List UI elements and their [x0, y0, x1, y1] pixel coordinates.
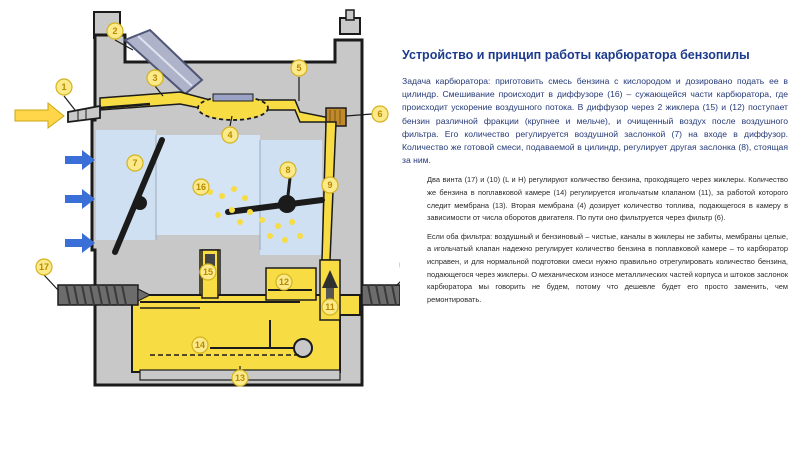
callout-7-label: 7 — [132, 158, 137, 168]
callout-10: 10 — [395, 261, 400, 287]
fuel-droplets — [207, 186, 303, 243]
throttle-valve — [225, 177, 325, 215]
intake-pipe — [123, 28, 204, 96]
callout-8: 8 — [279, 161, 297, 179]
choke-valve — [112, 137, 165, 255]
callout-5-label: 5 — [296, 63, 301, 73]
callout-11-label: 11 — [325, 302, 335, 312]
carburetor-diagram: 1 2 3 4 5 6 7 8 9 10 — [14, 9, 400, 387]
callout-5: 5 — [290, 59, 308, 101]
inlet-nozzle — [67, 104, 101, 124]
callout-9: 9 — [321, 176, 339, 194]
callout-2-label: 2 — [112, 26, 117, 36]
callout-13: 13 — [231, 366, 249, 387]
callout-14: 14 — [191, 336, 209, 354]
top-caps — [93, 9, 361, 39]
top-fuel-channel — [99, 91, 334, 123]
callout-9-label: 9 — [327, 180, 332, 190]
callout-12-label: 12 — [279, 277, 289, 287]
right-screw — [361, 284, 400, 306]
callout-17: 17 — [35, 258, 59, 291]
callout-3-label: 3 — [152, 73, 157, 83]
callout-16: 16 — [192, 178, 210, 196]
callout-7: 7 — [126, 154, 144, 172]
callout-1: 1 — [55, 78, 76, 111]
article-title: Устройство и принцип работы карбюратора … — [402, 48, 750, 62]
callout-14-label: 14 — [195, 340, 205, 350]
left-screw — [57, 284, 152, 306]
callout-1-label: 1 — [61, 82, 66, 92]
callout-6: 6 — [345, 105, 389, 123]
callout-16-label: 16 — [196, 182, 206, 192]
article: Устройство и принцип работы карбюратора … — [400, 48, 788, 306]
article-paragraph-1: Задача карбюратора: приготовить смесь бе… — [402, 76, 788, 166]
callout-13-label: 13 — [235, 373, 245, 383]
fuel-inflow-arrow — [14, 101, 65, 129]
callout-2: 2 — [106, 22, 134, 51]
callout-3: 3 — [146, 69, 164, 97]
callout-12: 12 — [275, 273, 293, 291]
callout-4-label: 4 — [227, 130, 232, 140]
article-paragraph-2: Два винта (17) и (10) (L и H) регулируют… — [427, 175, 788, 223]
callout-8-label: 8 — [285, 165, 290, 175]
callout-6-label: 6 — [377, 109, 382, 119]
air-inflow-arrows — [65, 150, 95, 253]
article-paragraph-3: Если оба фильтра: воздушный и бензиновый… — [427, 231, 788, 304]
callout-11: 11 — [321, 298, 339, 316]
callout-15: 15 — [199, 263, 217, 281]
callout-4: 4 — [221, 115, 239, 144]
callout-17-label: 17 — [39, 262, 49, 272]
callout-15-label: 15 — [203, 267, 213, 277]
